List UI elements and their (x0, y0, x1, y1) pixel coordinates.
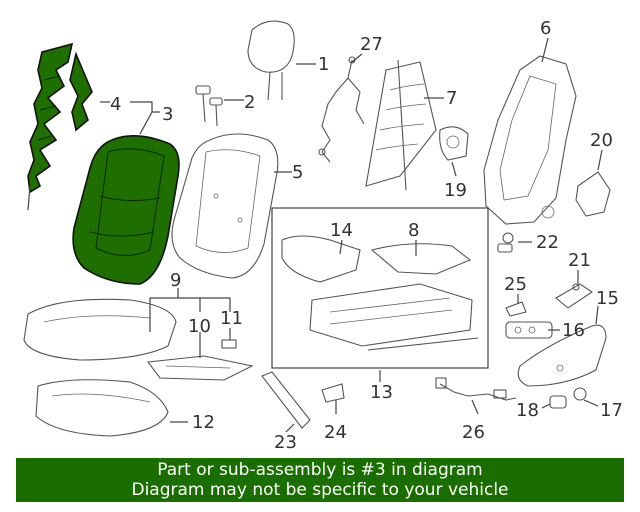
callout-25[interactable]: 25 (504, 274, 527, 295)
callout-1[interactable]: 1 (318, 54, 329, 75)
part-9-cushion-cover[interactable] (23, 298, 177, 361)
callout-26[interactable]: 26 (462, 422, 485, 443)
part-27-wire-harness[interactable] (318, 56, 365, 163)
part-6-seat-back-frame[interactable] (483, 55, 577, 225)
callout-21[interactable]: 21 (568, 250, 591, 271)
callout-12[interactable]: 12 (192, 412, 215, 433)
part-22-clip[interactable] (497, 232, 514, 253)
callout-13[interactable]: 13 (370, 382, 393, 403)
callout-5[interactable]: 5 (292, 162, 303, 183)
part-1-headrest[interactable] (247, 20, 295, 101)
part-19-motor[interactable] (439, 126, 469, 161)
callout-19[interactable]: 19 (444, 180, 467, 201)
callout-20[interactable]: 20 (590, 130, 613, 151)
banner-line-2: Diagram may not be specific to your vehi… (131, 480, 509, 500)
callout-23[interactable]: 23 (274, 432, 297, 453)
callout-14[interactable]: 14 (330, 220, 353, 241)
callout-9[interactable]: 9 (170, 270, 181, 291)
part-10-heater[interactable] (146, 355, 254, 381)
part-11-connector[interactable] (221, 339, 237, 349)
part-16-switch[interactable] (505, 321, 553, 339)
callout-2[interactable]: 2 (244, 92, 255, 113)
part-24-clip[interactable] (321, 383, 345, 403)
part-20-bracket[interactable] (575, 171, 611, 217)
callout-16[interactable]: 16 (562, 320, 585, 341)
callout-27[interactable]: 27 (360, 34, 383, 55)
part-23-trim[interactable] (261, 371, 311, 429)
parts-diagram: 1 2 3 4 5 6 7 8 9 10 11 12 13 14 15 16 1… (23, 18, 623, 453)
part-3-seat-back-pad[interactable] (72, 135, 180, 285)
callout-22[interactable]: 22 (536, 232, 559, 253)
part-17-knob[interactable] (573, 387, 587, 401)
callout-18[interactable]: 18 (516, 400, 539, 421)
part-13-cushion-frame-group[interactable] (271, 207, 489, 369)
callout-8[interactable]: 8 (408, 220, 419, 241)
callout-10[interactable]: 10 (188, 316, 211, 337)
callout-6[interactable]: 6 (540, 18, 551, 39)
part-12-cushion-pad[interactable] (35, 379, 169, 437)
part-15-shield[interactable] (517, 324, 607, 387)
part-4-heater[interactable] (27, 42, 93, 211)
callout-17[interactable]: 17 (600, 400, 623, 421)
callout-4[interactable]: 4 (110, 94, 121, 115)
callout-15[interactable]: 15 (596, 288, 619, 309)
part-5-seat-back-cover[interactable] (171, 133, 279, 279)
leader-lines (100, 37, 603, 433)
part-26-harness[interactable] (435, 377, 517, 401)
part-2-bolts[interactable] (195, 85, 223, 127)
part-21-switch[interactable] (555, 283, 593, 309)
part-7-lumbar-support[interactable] (365, 59, 437, 191)
callout-24[interactable]: 24 (324, 422, 347, 443)
banner-line-1: Part or sub-assembly is #3 in diagram (157, 460, 483, 480)
info-banner: Part or sub-assembly is #3 in diagram Di… (16, 458, 624, 502)
part-25-cap[interactable] (505, 301, 527, 317)
part-18-knob[interactable] (549, 395, 567, 409)
callout-7[interactable]: 7 (446, 88, 457, 109)
callout-3[interactable]: 3 (162, 104, 173, 125)
callout-11[interactable]: 11 (220, 308, 243, 329)
